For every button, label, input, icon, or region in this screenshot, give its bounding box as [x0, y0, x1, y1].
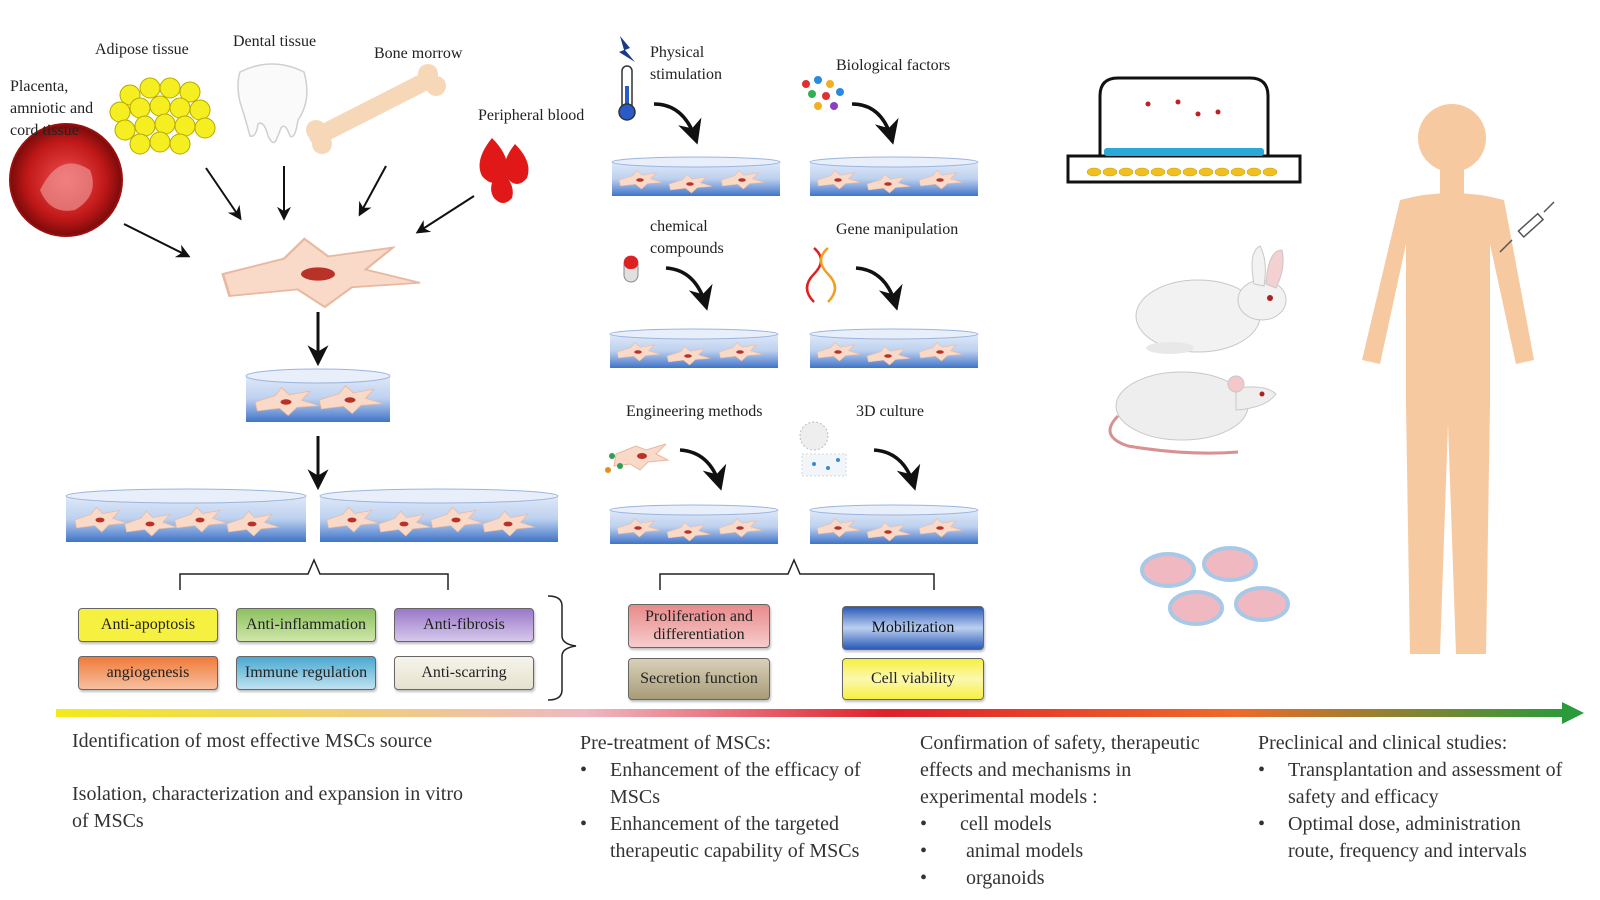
- effects-bracket: [179, 558, 449, 590]
- bullet: •: [920, 840, 928, 862]
- stage-1-text: Identification of most effective MSCs so…: [72, 728, 463, 835]
- transwell-illustration: [1066, 76, 1302, 184]
- tag-secretion: Secretion function: [628, 658, 770, 700]
- engineering-icon: [605, 443, 670, 473]
- tag-anti-apoptosis: Anti-apoptosis: [78, 608, 218, 642]
- bullet: •: [1258, 813, 1266, 835]
- tag-mobilization: Mobilization: [842, 606, 984, 650]
- human-silhouette: [1362, 104, 1534, 654]
- stage-2-bullet-1a: Enhancement of the efficacy of: [610, 759, 861, 781]
- label-3d-culture: 3D culture: [856, 403, 924, 420]
- stage-3-title-1: Confirmation of safety, therapeutic: [920, 732, 1200, 754]
- timeline-arrowhead: [1562, 702, 1584, 724]
- stage-4-bullet-2a: Optimal dose, administration: [1288, 813, 1521, 835]
- rat-illustration: [1108, 371, 1277, 455]
- label-dental: Dental tissue: [233, 33, 317, 50]
- organoids-illustration: [1140, 546, 1290, 626]
- blood-drops-illustration: [479, 138, 529, 203]
- bullet: •: [920, 867, 928, 889]
- tag-anti-fibrosis: Anti-fibrosis: [394, 608, 534, 642]
- bullet: •: [1258, 759, 1266, 781]
- bullet: •: [580, 759, 588, 781]
- bullet: •: [580, 813, 588, 835]
- lightning-icon: [619, 36, 635, 62]
- effects-side-brace: [547, 595, 577, 701]
- tag-angiogenesis: angiogenesis: [78, 656, 218, 690]
- stage-4-title: Preclinical and clinical studies:: [1258, 732, 1508, 754]
- stage-4-bullet-1b: safety and efficacy: [1288, 786, 1439, 808]
- stage-4-bullet-1a: Transplantation and assessment of: [1288, 759, 1563, 781]
- timeline-arrow: [56, 709, 1566, 717]
- stage-3-title-3: experimental models :: [920, 786, 1098, 808]
- label-physical: Physical stimulation: [650, 44, 722, 83]
- label-chemical: chemical compounds: [650, 218, 724, 257]
- culture-dish-single: [245, 368, 391, 422]
- stage-2-bullet-1b: MSCs: [610, 786, 661, 808]
- label-biological: Biological factors: [836, 57, 951, 74]
- dish-engineering: [609, 504, 779, 544]
- stage-1-line-2: Isolation, characterization and expansio…: [72, 783, 463, 805]
- label-blood: Peripheral blood: [478, 107, 585, 124]
- stage-1-line-1: Identification of most effective MSCs so…: [72, 730, 433, 752]
- stage-4-text: Preclinical and clinical studies: • Trans…: [1258, 730, 1562, 865]
- syringe-icon: [1499, 201, 1555, 253]
- tag-anti-inflammation: Anti-inflammation: [236, 608, 376, 642]
- dish-gene: [809, 328, 979, 368]
- stage-4-bullet-2b: route, frequency and intervals: [1288, 840, 1527, 862]
- msc-cell: [221, 237, 422, 309]
- tag-anti-scarring: Anti-scarring: [394, 656, 534, 690]
- stage-1-line-3: of MSCs: [72, 810, 144, 832]
- tag-viability: Cell viability: [842, 658, 984, 700]
- label-gene: Gene manipulation: [836, 221, 959, 238]
- dish-3d: [809, 504, 979, 544]
- stage-3-bullet-2: animal models: [966, 840, 1084, 862]
- stage-3-text: Confirmation of safety, therapeutic effe…: [920, 730, 1200, 892]
- placenta-illustration: [9, 123, 123, 237]
- stage-3-bullet-3: organoids: [966, 867, 1045, 889]
- label-adipose: Adipose tissue: [95, 41, 189, 58]
- improvements-bracket: [659, 558, 935, 590]
- label-placenta: Placenta, amniotic and cord tissue: [10, 78, 94, 139]
- stage-3-bullet-1: cell models: [960, 813, 1052, 835]
- dna-icon: [805, 247, 837, 303]
- label-engineering: Engineering methods: [626, 403, 763, 420]
- tag-proliferation: Proliferation and differentiation: [628, 604, 770, 648]
- stage-2-text: Pre-treatment of MSCs: • Enhancement of t…: [580, 730, 861, 865]
- stage-3-title-2: effects and mechanisms in: [920, 759, 1132, 781]
- tag-immune-regulation: Immune regulation: [236, 656, 376, 690]
- stage-2-bullet-2a: Enhancement of the targeted: [610, 813, 839, 835]
- culture-dish-expanded-right: [319, 488, 559, 542]
- culture-dish-expanded-left: [65, 488, 307, 542]
- dish-biological: [809, 156, 979, 196]
- label-bone: Bone morrow: [374, 45, 463, 62]
- tooth-illustration: [237, 63, 308, 144]
- stage-2-bullet-2b: therapeutic capability of MSCs: [610, 840, 860, 862]
- dish-physical: [611, 156, 781, 196]
- scaffold-icon: [799, 421, 847, 477]
- capsule-icon: [623, 255, 639, 283]
- stage-2-title: Pre-treatment of MSCs:: [580, 732, 772, 754]
- bone-illustration: [306, 64, 446, 154]
- rabbit-illustration: [1135, 245, 1287, 354]
- adipose-illustration: [109, 77, 216, 155]
- bullet: •: [920, 813, 928, 835]
- dish-chemical: [609, 328, 779, 368]
- molecules-icon: [802, 76, 844, 110]
- thermometer-icon: [618, 65, 636, 121]
